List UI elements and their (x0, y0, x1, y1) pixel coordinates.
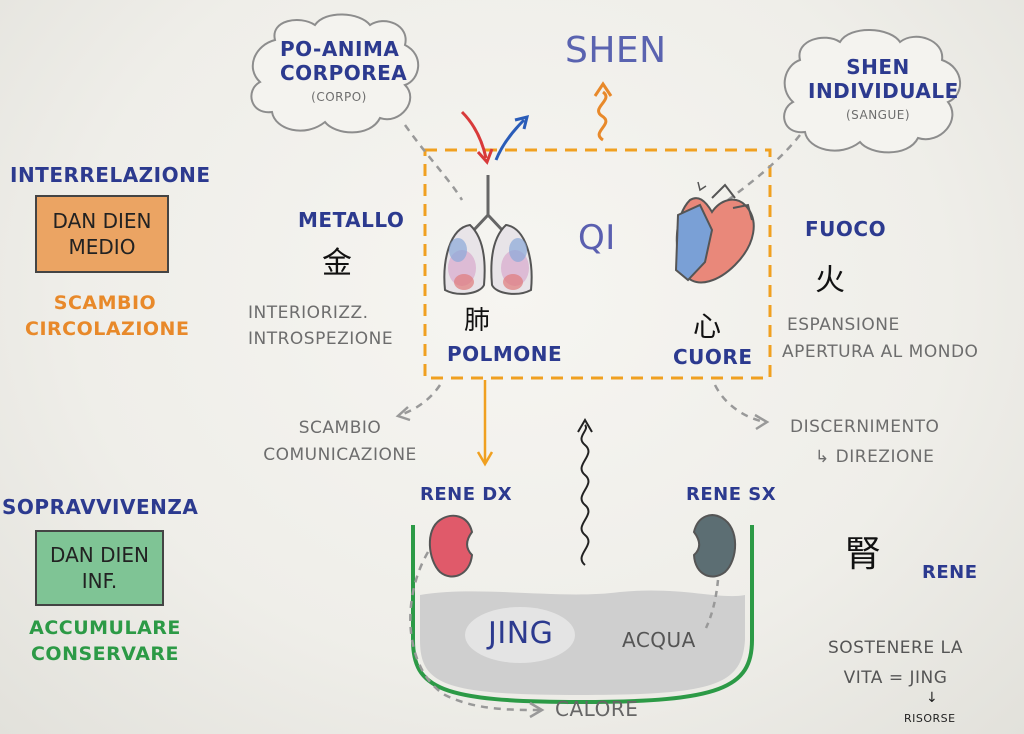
title-shen: SHEN (565, 30, 667, 71)
po-anima-label: PO-ANIMA CORPOREA (CORPO) (280, 37, 408, 109)
jing-squiggle (580, 424, 590, 566)
lungs-illustration (443, 175, 533, 295)
discern-arrow-head (754, 413, 770, 431)
kidney-dx-to-calore (409, 551, 541, 712)
risorse-arrow: ↓ (926, 690, 939, 706)
acqua-label: ACQUA (622, 628, 696, 652)
introspezione-line: INTROSPEZIONE (248, 329, 394, 349)
inhale-arrow-head (476, 148, 494, 165)
metallo-glyph: 金 (322, 246, 353, 281)
accumulare-conservare: ACCUMULARE CONSERVARE (20, 615, 190, 667)
vita-jing-line2: VITA = JING (843, 668, 948, 688)
apertura-line: APERTURA AL MONDO (782, 342, 979, 362)
inf-line2: INF. (81, 569, 118, 593)
sostenere-block: SOSTENERE LA VITA = JING (808, 633, 983, 693)
kidney-sx-illustration (692, 514, 737, 578)
shen-individuale-label: SHEN INDIVIDUALE (SANGUE) (808, 55, 959, 127)
comunicazione-line2: COMUNICAZIONE (263, 445, 417, 465)
scambio-circolazione: SCAMBIO CIRCOLAZIONE (25, 290, 190, 342)
jing-basin (411, 525, 754, 705)
fuoco-desc: ESPANSIONE APERTURA AL MONDO (782, 312, 978, 366)
direzione-line2: ↳ DIREZIONE (815, 447, 935, 467)
po-sub: (CORPO) (311, 90, 367, 104)
polmone-glyph: 肺 (464, 306, 491, 336)
sostenere-line1: SOSTENERE LA (828, 638, 963, 658)
inhale-arrow (460, 110, 488, 159)
shen-squiggle-head (593, 81, 613, 97)
dan-dien-inf-box: DAN DIEN INF. (35, 530, 164, 606)
heart-illustration (674, 181, 755, 284)
shen-connector (727, 134, 801, 202)
qi-dashed-box (423, 148, 772, 380)
jing-squiggle-head (577, 418, 593, 433)
exhale-arrow (494, 118, 526, 161)
jing-label: JING (488, 616, 554, 651)
interrelazione-label: INTERRELAZIONE (10, 163, 211, 187)
interiorizz-line: INTERIORIZZ. (248, 303, 369, 323)
dan-dien-medio-box: DAN DIEN MEDIO (35, 195, 169, 273)
cuore-label: CUORE (673, 345, 753, 369)
kidney-dx-illustration (428, 514, 474, 578)
inf-line1: DAN DIEN (50, 543, 149, 567)
metallo-label: METALLO (298, 208, 405, 232)
shen-ind-line2: INDIVIDUALE (808, 79, 959, 103)
fuoco-glyph: 火 (815, 263, 846, 298)
shen-ind-line1: SHEN (846, 55, 910, 79)
scambio-arrow (399, 384, 442, 417)
rene-sx-label: RENE SX (686, 484, 777, 505)
rene-glyph: 腎 (845, 534, 882, 575)
scambio-comunicazione: SCAMBIO COMUNICAZIONE (255, 415, 425, 469)
medio-line2: MEDIO (68, 235, 136, 259)
qi-label: QI (578, 218, 616, 258)
sopravvivenza-label: SOPRAVVIVENZA (2, 495, 199, 519)
rene-label: RENE (922, 562, 978, 583)
espansione-line: ESPANSIONE (787, 315, 900, 335)
cuore-glyph: 心 (693, 310, 722, 343)
po-connector (403, 124, 464, 201)
medio-line1: DAN DIEN (52, 209, 152, 233)
discernimento-line1: DISCERNIMENTO (790, 417, 940, 437)
shen-cloud (783, 29, 962, 154)
accumulare-line1: ACCUMULARE (29, 617, 181, 639)
risorse-label: RISORSE (904, 712, 956, 725)
scambio-com-line1: SCAMBIO (298, 418, 382, 438)
down-arrow-head (476, 451, 494, 467)
discern-arrow (713, 384, 766, 424)
fuoco-label: FUOCO (805, 217, 887, 241)
circolazione-line2: CIRCOLAZIONE (25, 318, 190, 340)
metallo-desc: INTERIORIZZ. INTROSPEZIONE (248, 300, 393, 352)
calore-arrow-head (529, 701, 545, 719)
shen-ind-sub: (SANGUE) (845, 108, 911, 122)
scambio-line1: SCAMBIO (53, 292, 157, 314)
scambio-arrow-head (395, 406, 411, 422)
po-cloud (250, 13, 420, 134)
po-line1: PO-ANIMA (280, 37, 400, 61)
calore-label: CALORE (555, 697, 639, 721)
po-line2: CORPOREA (280, 61, 408, 85)
polmone-label: POLMONE (447, 342, 563, 366)
discernimento: DISCERNIMENTO ↳ DIREZIONE (790, 412, 939, 472)
exhale-arrow-head (514, 114, 530, 130)
shen-squiggle (597, 90, 608, 142)
kidney-sx-to-acqua (704, 579, 720, 629)
conservare-line2: CONSERVARE (30, 643, 180, 665)
rene-dx-label: RENE DX (420, 484, 513, 505)
